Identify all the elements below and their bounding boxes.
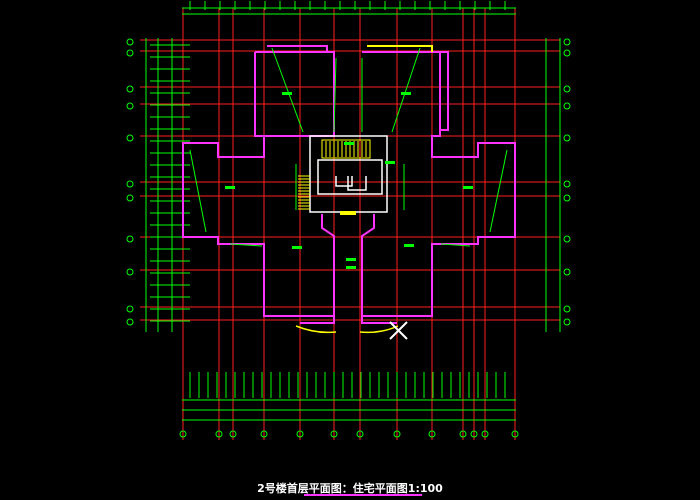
- window-line: [333, 57, 337, 133]
- axis-bubble-left: [126, 305, 134, 313]
- room-label-mark: [346, 258, 356, 261]
- axis-bubble-right: [563, 180, 571, 188]
- wall-segment: [361, 214, 375, 316]
- axis-bubble-bottom: [356, 430, 364, 438]
- wall-segment: [440, 51, 449, 131]
- axis-bubble-left: [126, 102, 134, 110]
- window-line: [229, 243, 263, 247]
- axis-bubble-right: [563, 318, 571, 326]
- axis-bubble-left: [126, 268, 134, 276]
- window-line: [440, 243, 471, 247]
- wall-segment: [321, 214, 335, 316]
- axis-bubble-bottom: [229, 430, 237, 438]
- axis-bubble-bottom: [296, 430, 304, 438]
- axis-bubble-right: [563, 102, 571, 110]
- window-line: [391, 47, 421, 133]
- elevator-box: [317, 159, 383, 195]
- axis-bubble-left: [126, 194, 134, 202]
- axis-bubble-right: [563, 305, 571, 313]
- axis-bubble-bottom: [393, 430, 401, 438]
- axis-bubble-left: [126, 235, 134, 243]
- room-label-mark: [401, 92, 411, 95]
- axis-bubble-left: [126, 134, 134, 142]
- axis-bubble-left: [126, 85, 134, 93]
- axis-bubble-left: [126, 180, 134, 188]
- axis-bubble-left: [126, 38, 134, 46]
- axis-bubble-bottom: [330, 430, 338, 438]
- window-line: [489, 149, 508, 233]
- room-label-mark: [404, 244, 414, 247]
- axis-bubble-bottom: [428, 430, 436, 438]
- bay-window-arc: [295, 325, 337, 334]
- axis-bubble-bottom: [470, 430, 478, 438]
- axis-bubble-right: [563, 268, 571, 276]
- axis-bubble-right: [563, 194, 571, 202]
- cross-marker: [389, 321, 408, 340]
- axis-bubble-right: [563, 49, 571, 57]
- axis-bubble-bottom: [215, 430, 223, 438]
- room-label-mark: [346, 266, 356, 269]
- wall-segment: [267, 45, 328, 52]
- door-segment: [367, 45, 433, 52]
- drawing-title: 2号楼首层平面图：住宅平面图1:100: [257, 482, 443, 495]
- title-underline: [304, 494, 422, 496]
- room-label-mark: [344, 142, 354, 145]
- axis-bubble-bottom: [179, 430, 187, 438]
- wall-segment: [254, 52, 264, 137]
- stair-flight: [321, 139, 371, 159]
- axis-bubble-bottom: [260, 430, 268, 438]
- axis-bubble-left: [126, 318, 134, 326]
- room-label-mark: [385, 161, 395, 164]
- window-line: [271, 47, 304, 133]
- wall-outline-left: [182, 51, 335, 324]
- axis-bubble-bottom: [511, 430, 519, 438]
- axis-bubble-left: [126, 49, 134, 57]
- elevator-shaft: [335, 176, 353, 187]
- axis-bubble-right: [563, 85, 571, 93]
- room-label-mark: [282, 92, 292, 95]
- window-line: [189, 149, 207, 233]
- elevator-shaft: [347, 176, 367, 191]
- room-label-mark: [463, 186, 473, 189]
- axis-bubble-right: [563, 235, 571, 243]
- wall-outline-right: [361, 51, 516, 324]
- axis-bubble-right: [563, 134, 571, 142]
- axis-bubble-bottom: [481, 430, 489, 438]
- room-label-mark: [225, 186, 235, 189]
- door-mark: [340, 211, 356, 215]
- bay-window-arc: [359, 325, 399, 334]
- room-label-mark: [292, 246, 302, 249]
- axis-bubble-right: [563, 38, 571, 46]
- axis-bubble-bottom: [459, 430, 467, 438]
